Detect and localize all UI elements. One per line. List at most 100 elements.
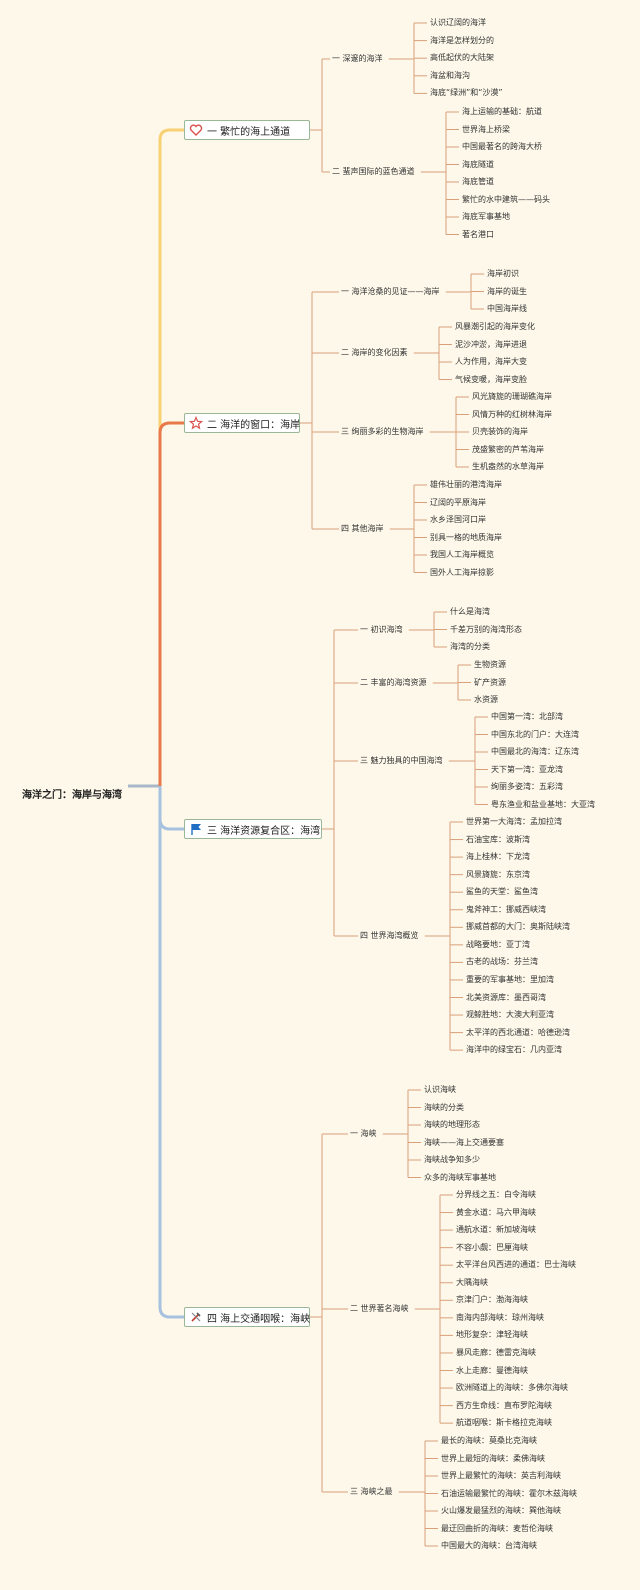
- leaf-topic[interactable]: 海盆和海沟: [430, 70, 470, 80]
- subtopic[interactable]: 二 蜚声国际的蓝色通道: [332, 167, 415, 176]
- leaf-topic[interactable]: 水乡泽国河口岸: [430, 515, 486, 524]
- leaf-topic[interactable]: 海上桂林：下龙湾: [466, 852, 530, 862]
- leaf-topic[interactable]: 北美资源库：墨西哥湾: [466, 992, 546, 1002]
- leaf-topic[interactable]: 海岸的诞生: [487, 286, 527, 296]
- branch-topic[interactable]: 四 海上交通咽喉：海峡: [184, 1307, 310, 1327]
- leaf-topic[interactable]: 海峡战争知多少: [424, 1155, 480, 1164]
- leaf-topic[interactable]: 不容小觑：巴厘海峡: [456, 1242, 528, 1252]
- leaf-topic[interactable]: 我国人工海岸概览: [430, 550, 494, 559]
- leaf-topic[interactable]: 认识辽阔的海洋: [430, 18, 486, 27]
- leaf-topic[interactable]: 海底“绿洲”和“沙漠”: [430, 88, 503, 98]
- leaf-topic[interactable]: 中国东北的门户：大连湾: [491, 729, 579, 739]
- branch-topic[interactable]: 一 繁忙的海上通道: [184, 120, 310, 140]
- leaf-topic[interactable]: 京津门户：渤海海峡: [456, 1295, 528, 1305]
- leaf-topic[interactable]: 海峡的分类: [424, 1102, 464, 1112]
- leaf-topic[interactable]: 辽阔的平原海岸: [430, 497, 486, 507]
- leaf-topic[interactable]: 分界线之五：白令海峡: [456, 1190, 536, 1199]
- leaf-topic[interactable]: 海上运输的基础：航道: [462, 107, 542, 116]
- leaf-topic[interactable]: 海峡的地理形态: [424, 1120, 480, 1129]
- subtopic[interactable]: 四 其他海岸: [341, 524, 384, 533]
- leaf-topic[interactable]: 海底隧道: [462, 159, 494, 169]
- subtopic[interactable]: 一 海峡: [350, 1129, 377, 1138]
- leaf-topic[interactable]: 认识海峡: [424, 1085, 456, 1094]
- leaf-topic[interactable]: 著名港口: [462, 229, 494, 239]
- leaf-topic[interactable]: 观鲸胜地：大澳大利亚湾: [466, 1010, 554, 1020]
- leaf-topic[interactable]: 火山爆发最猛烈的海峡：巽他海峡: [441, 1506, 561, 1515]
- leaf-topic[interactable]: 风暴潮引起的海岸变化: [455, 322, 535, 331]
- leaf-topic[interactable]: 水资源: [474, 695, 498, 704]
- subtopic[interactable]: 一 深邃的海洋: [332, 54, 383, 63]
- leaf-topic[interactable]: 世界上最繁忙的海峡：英吉利海峡: [441, 1471, 561, 1480]
- subtopic[interactable]: 三 魅力独具的中国海湾: [360, 756, 443, 765]
- leaf-topic[interactable]: 天下第一湾：亚龙湾: [491, 764, 563, 774]
- leaf-topic[interactable]: 众多的海峡军事基地: [424, 1172, 496, 1182]
- leaf-topic[interactable]: 海湾的分类: [450, 642, 490, 651]
- subtopic[interactable]: 三 绚丽多彩的生物海岸: [341, 427, 424, 436]
- leaf-topic[interactable]: 风光旖旎的珊瑚礁海岸: [472, 392, 552, 401]
- branch-topic[interactable]: 二 海洋的窗口：海岸: [184, 413, 300, 433]
- leaf-topic[interactable]: 石油运输最繁忙的海峡：霍尔木兹海峡: [441, 1488, 577, 1498]
- leaf-topic[interactable]: 矿产资源: [474, 677, 506, 687]
- subtopic[interactable]: 二 海岸的变化因素: [341, 348, 408, 357]
- leaf-topic[interactable]: 大隅海峡: [456, 1277, 488, 1287]
- leaf-topic[interactable]: 高低起伏的大陆架: [430, 53, 494, 63]
- subtopic[interactable]: 二 世界著名海峡: [350, 1304, 409, 1313]
- leaf-topic[interactable]: 风景旖旎：东京湾: [466, 869, 530, 879]
- leaf-topic[interactable]: 欧洲隧道上的海峡：多佛尔海峡: [456, 1383, 568, 1393]
- leaf-topic[interactable]: 最迂回曲折的海峡：麦哲伦海峡: [441, 1523, 553, 1533]
- leaf-topic[interactable]: 千差万别的海湾形态: [450, 624, 522, 634]
- leaf-topic[interactable]: 南海内部海峡：琼州海峡: [456, 1312, 544, 1322]
- leaf-topic[interactable]: 重要的军事基地：里加湾: [466, 974, 554, 984]
- subtopic[interactable]: 四 世界海湾概览: [360, 931, 419, 940]
- leaf-topic[interactable]: 黄金水道：马六甲海峡: [456, 1207, 536, 1217]
- leaf-topic[interactable]: 风情万种的红树林海岸: [472, 409, 552, 419]
- leaf-topic[interactable]: 世界第一大海湾：孟加拉湾: [466, 817, 562, 826]
- leaf-topic[interactable]: 生物资源: [474, 660, 506, 669]
- subtopic[interactable]: 三 海峡之最: [350, 1487, 393, 1496]
- leaf-topic[interactable]: 海峡——海上交通要塞: [424, 1137, 504, 1147]
- leaf-topic[interactable]: 海洋中的绿宝石：几内亚湾: [466, 1045, 562, 1055]
- subtopic[interactable]: 二 丰富的海湾资源: [360, 678, 427, 687]
- leaf-topic[interactable]: 粤东渔业和盐业基地：大亚湾: [491, 799, 595, 809]
- leaf-topic[interactable]: 通航水道：新加坡海峡: [456, 1225, 536, 1235]
- leaf-topic[interactable]: 国外人工海岸掠影: [430, 567, 494, 577]
- leaf-topic[interactable]: 鬼斧神工：挪威西峡湾: [466, 904, 546, 914]
- leaf-topic[interactable]: 泥沙冲淤，海岸进退: [455, 339, 527, 349]
- leaf-topic[interactable]: 中国最大的海峡：台湾海峡: [441, 1541, 537, 1550]
- leaf-topic[interactable]: 雄伟壮丽的港湾海岸: [430, 480, 502, 489]
- branch-topic[interactable]: 三 海洋资源复合区：海湾: [184, 819, 322, 839]
- leaf-topic[interactable]: 繁忙的水中建筑——码头: [462, 194, 550, 204]
- leaf-topic[interactable]: 海底军事基地: [462, 212, 510, 221]
- leaf-topic[interactable]: 西方生命线：直布罗陀海峡: [456, 1400, 552, 1410]
- leaf-topic[interactable]: 别具一格的地质海岸: [430, 532, 502, 542]
- leaf-topic[interactable]: 生机盎然的水草海岸: [472, 462, 544, 471]
- leaf-topic[interactable]: 地形复杂：津轻海峡: [456, 1330, 528, 1340]
- leaf-topic[interactable]: 海底管道: [462, 177, 494, 186]
- leaf-topic[interactable]: 挪威首都的大门：奥斯陆峡湾: [466, 922, 570, 932]
- leaf-topic[interactable]: 气候变暖，海岸变脸: [455, 374, 527, 384]
- leaf-topic[interactable]: 太平洋的西北通道：哈德逊湾: [466, 1027, 570, 1037]
- subtopic[interactable]: 一 海洋沧桑的见证——海岸: [341, 287, 440, 296]
- leaf-topic[interactable]: 石油宝库：波斯湾: [466, 834, 530, 844]
- leaf-topic[interactable]: 海洋是怎样划分的: [430, 35, 494, 45]
- leaf-topic[interactable]: 茂盛繁密的芦苇海岸: [472, 444, 544, 454]
- leaf-topic[interactable]: 什么是海湾: [450, 607, 490, 616]
- leaf-topic[interactable]: 世界海上桥梁: [462, 124, 510, 134]
- leaf-topic[interactable]: 水上走廊：曼德海峡: [456, 1365, 528, 1375]
- leaf-topic[interactable]: 暴风走廊：德雷克海峡: [456, 1347, 536, 1357]
- leaf-topic[interactable]: 人为作用，海岸大变: [455, 357, 527, 366]
- leaf-topic[interactable]: 古老的战场：芬兰湾: [466, 957, 538, 967]
- leaf-topic[interactable]: 中国最北的海湾：辽东湾: [491, 747, 579, 756]
- leaf-topic[interactable]: 绚丽多姿湾：五彩湾: [491, 782, 563, 791]
- leaf-topic[interactable]: 海岸初识: [487, 269, 519, 278]
- leaf-topic[interactable]: 太平洋台风西进的通道：巴士海峡: [456, 1260, 576, 1270]
- leaf-topic[interactable]: 鲨鱼的天堂：鲨鱼湾: [466, 887, 538, 897]
- leaf-topic[interactable]: 贝壳装饰的海岸: [472, 427, 528, 436]
- leaf-topic[interactable]: 中国第一湾：北部湾: [491, 712, 563, 721]
- leaf-topic[interactable]: 中国海岸线: [487, 304, 527, 313]
- leaf-topic[interactable]: 最长的海峡：莫桑比克海峡: [441, 1436, 537, 1445]
- leaf-topic[interactable]: 战略要地：亚丁湾: [466, 939, 530, 949]
- subtopic[interactable]: 一 初识海湾: [360, 625, 403, 634]
- leaf-topic[interactable]: 世界上最短的海峡：柔佛海峡: [441, 1453, 545, 1463]
- leaf-topic[interactable]: 航道咽喉：斯卡格拉克海峡: [456, 1418, 552, 1428]
